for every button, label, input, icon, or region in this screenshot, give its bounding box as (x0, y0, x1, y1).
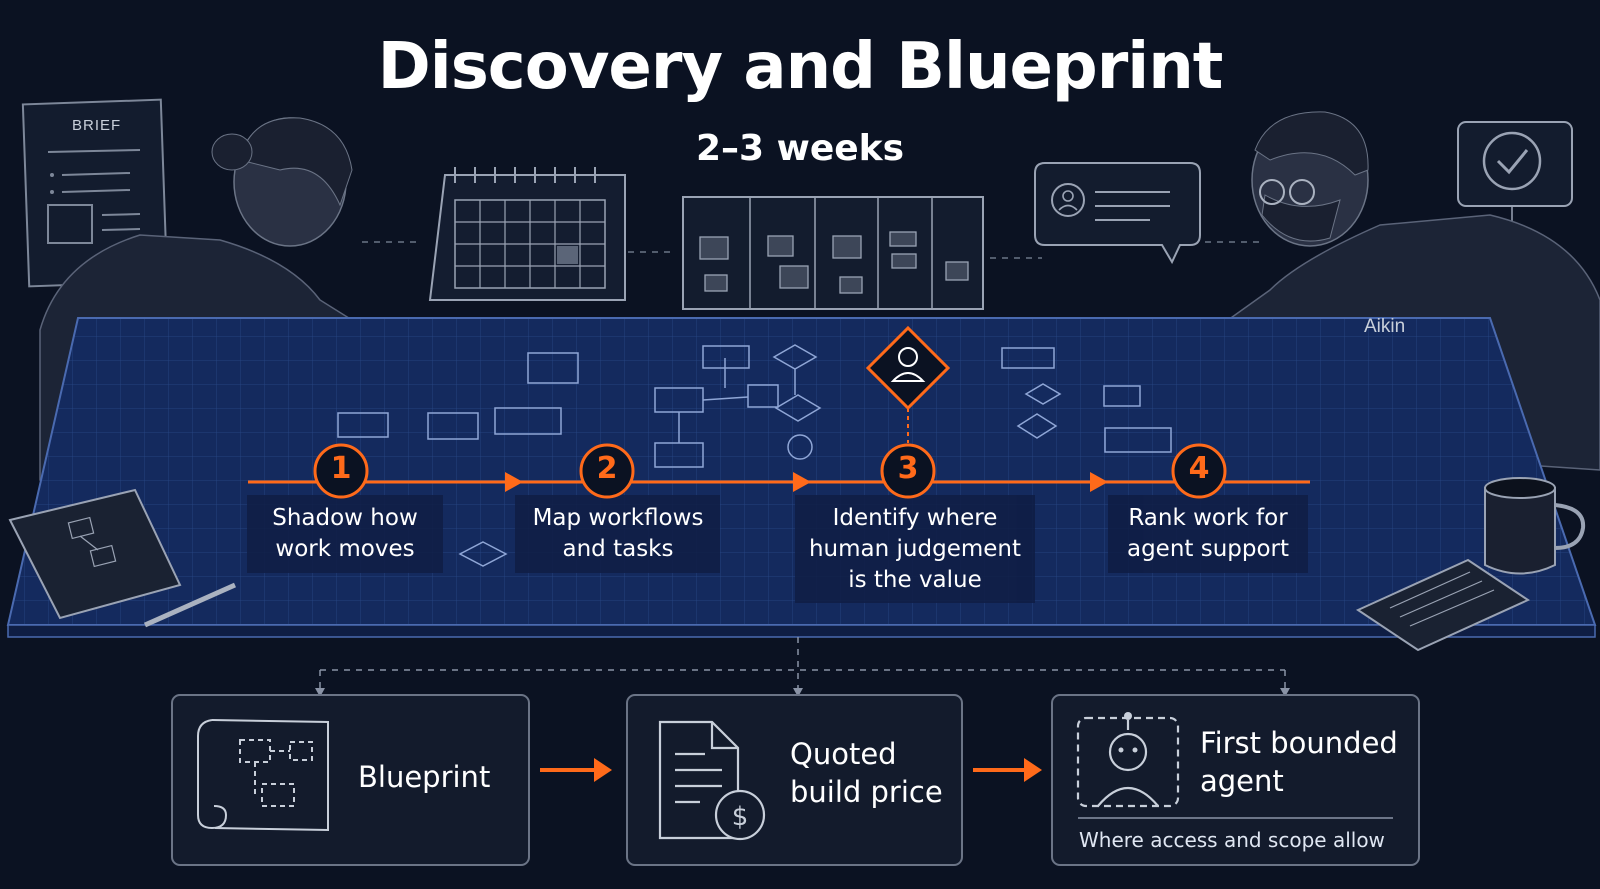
step-label-4: Rank work for agent support (1093, 503, 1323, 565)
step-label-line: is the value (848, 567, 982, 593)
step-label-line: Shadow how (272, 505, 418, 531)
step-label-line: human judgement (808, 536, 1021, 562)
step-circle-2 (579, 443, 635, 499)
step-label-2: Map workflows and tasks (503, 503, 733, 565)
step-circle-1 (313, 443, 369, 499)
step-label-line: agent support (1126, 536, 1290, 562)
output-connectors (319, 637, 1286, 690)
output-label-line: Quoted (790, 737, 897, 771)
step-circle-4 (1171, 443, 1227, 499)
step-label-line: and tasks (562, 536, 674, 562)
output-arrows (540, 758, 1042, 782)
step-label-line: Map workflows (532, 505, 704, 531)
calendar-icon (428, 167, 626, 301)
step-number-2: 2 (596, 451, 618, 486)
coffee-mug-icon (1484, 477, 1586, 575)
output-label-first-agent: First bounded agent (1200, 724, 1398, 800)
notebook-icon (8, 488, 237, 628)
output-label-quoted-price: Quoted build price (790, 735, 943, 811)
output-label-line: build price (790, 775, 943, 809)
step-circle-3 (880, 443, 936, 499)
step-number-3: 3 (897, 451, 919, 486)
checkmark-icon (1457, 121, 1573, 237)
brief-label: BRIEF (72, 117, 122, 134)
page-subtitle: 2–3 weeks (695, 128, 905, 169)
step-label-line: work moves (275, 536, 415, 562)
step-label-line: Identify where (832, 505, 998, 531)
page-title: Discovery and Blueprint (377, 30, 1224, 104)
robot-icon (1076, 712, 1393, 819)
output-label-line: agent (1200, 764, 1284, 798)
step-label-3: Identify where human judgement is the va… (800, 503, 1030, 596)
output-box-quoted-price (626, 694, 963, 866)
paper-stack-icon (1355, 558, 1531, 652)
output-label-blueprint: Blueprint (358, 758, 490, 796)
step-number-4: 4 (1188, 451, 1210, 486)
invoice-dollar-icon: $ (658, 720, 766, 841)
output-box-first-agent (1051, 694, 1420, 866)
kanban-board-icon (682, 196, 984, 310)
table-flowchart-sketch (337, 344, 1172, 567)
step-number-1: 1 (330, 451, 352, 486)
output-note-first-agent: Where access and scope allow (1079, 828, 1385, 852)
chat-profile-icon (1034, 162, 1201, 265)
output-label-line: First bounded (1200, 726, 1398, 760)
step-label-1: Shadow how work moves (230, 503, 460, 565)
svg-text:$: $ (732, 802, 749, 832)
output-box-blueprint (171, 694, 530, 866)
shirt-label: Aikin (1364, 316, 1406, 337)
step-label-line: Rank work for (1128, 505, 1288, 531)
output-label-line: Blueprint (358, 760, 491, 794)
process-line (248, 472, 1310, 492)
human-judgement-marker-icon (865, 325, 951, 443)
blueprint-scroll-icon (197, 719, 329, 832)
